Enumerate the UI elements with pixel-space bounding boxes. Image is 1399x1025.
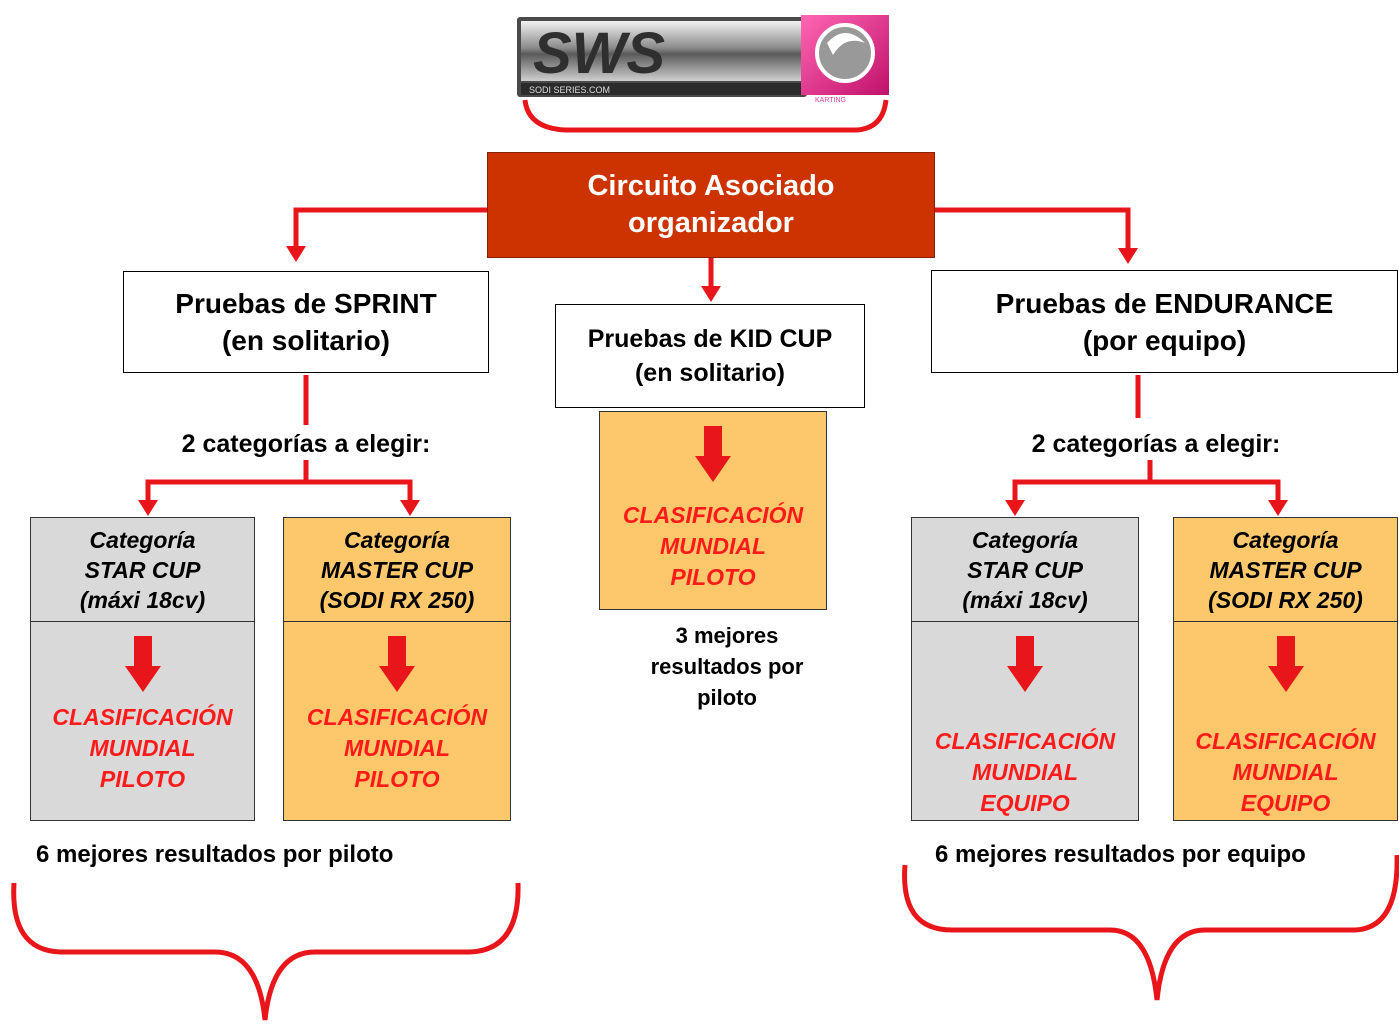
sws-logo: SWS SODI SERIES.COM KARTING <box>515 13 893 105</box>
kid-best-line1: 3 mejores <box>675 623 779 648</box>
sprint-choose-label: 2 categorías a elegir: <box>181 430 431 458</box>
sprint-master-line2: MASTER CUP <box>320 556 474 583</box>
sprint-star-result2: MUNDIAL <box>89 735 196 761</box>
sprint-master-header: Categoría MASTER CUP (SODI RX 250) <box>283 517 511 622</box>
arrowhead-endurance <box>1118 248 1138 264</box>
arrowhead-sprint <box>286 246 306 262</box>
endurance-master-result1: CLASIFICACIÓN <box>1195 728 1376 754</box>
arrowhead-endurance-star <box>1005 500 1025 516</box>
sprint-line2: (en solitario) <box>221 325 390 356</box>
endurance-star-result: CLASIFICACIÓN MUNDIAL EQUIPO <box>911 622 1139 821</box>
endurance-master-result: CLASIFICACIÓN MUNDIAL EQUIPO <box>1173 622 1398 821</box>
logo-accent-text: KARTING <box>815 97 846 104</box>
endurance-master-result3: EQUIPO <box>1240 790 1331 816</box>
down-arrow-icon <box>379 636 415 692</box>
endurance-master-line2: MASTER CUP <box>1209 556 1362 583</box>
connector-endurance-split <box>1012 479 1281 505</box>
kid-result-box: CLASIFICACIÓN MUNDIAL PILOTO <box>599 411 827 610</box>
brace-sprint <box>11 882 521 1021</box>
sprint-master-line1: Categoría <box>343 526 451 553</box>
endurance-best-results: 6 mejores resultados por equipo <box>935 841 1306 868</box>
connector-head-sprint <box>293 207 487 250</box>
down-arrow-icon <box>695 426 731 482</box>
connector-sprint-split <box>145 479 413 505</box>
sprint-master-line3: (SODI RX 250) <box>319 586 475 613</box>
kid-best-line3: piloto <box>697 685 757 710</box>
endurance-master-line3: (SODI RX 250) <box>1208 586 1363 613</box>
kid-line2: (en solitario) <box>634 359 785 387</box>
endurance-star-header: Categoría STAR CUP (máxi 18cv) <box>911 517 1139 622</box>
arrowhead-endurance-master <box>1268 500 1288 516</box>
sprint-master-result3: PILOTO <box>354 766 440 792</box>
kid-result-line1: CLASIFICACIÓN <box>622 502 804 528</box>
sprint-master-result: CLASIFICACIÓN MUNDIAL PILOTO <box>283 622 511 821</box>
arrowhead-kid <box>701 286 721 302</box>
kid-box: Pruebas de KID CUP (en solitario) <box>555 304 865 408</box>
endurance-star-line2: STAR CUP <box>967 556 1083 583</box>
sprint-box: Pruebas de SPRINT (en solitario) <box>123 271 489 373</box>
endurance-master-line1: Categoría <box>1232 526 1339 553</box>
endurance-star-line3: (máxi 18cv) <box>962 586 1088 613</box>
sprint-star-result3: PILOTO <box>99 766 186 792</box>
organizer-box: Circuito Asociado organizador <box>487 152 935 258</box>
sprint-master-result2: MUNDIAL <box>343 735 451 761</box>
brace-endurance <box>902 854 1399 1001</box>
down-arrow-icon <box>1267 636 1304 692</box>
kid-result-line3: PILOTO <box>670 564 756 590</box>
endurance-master-result2: MUNDIAL <box>1232 759 1339 785</box>
sprint-star-result: CLASIFICACIÓN MUNDIAL PILOTO <box>30 622 255 821</box>
organizer-line2: organizador <box>628 207 794 239</box>
logo-small-text: SODI SERIES.COM <box>529 85 610 95</box>
endurance-line1: Pruebas de ENDURANCE <box>995 287 1334 319</box>
down-arrow-icon <box>124 636 161 692</box>
sprint-star-line3: (máxi 18cv) <box>79 586 206 613</box>
sws-logo-graphic: SWS SODI SERIES.COM KARTING <box>517 15 889 104</box>
logo-brace <box>522 99 889 133</box>
endurance-star-result1: CLASIFICACIÓN <box>934 728 1116 754</box>
sprint-star-result1: CLASIFICACIÓN <box>52 704 233 730</box>
organizer-line1: Circuito Asociado <box>587 170 835 202</box>
connector-head-endurance <box>935 207 1131 252</box>
sprint-master-result1: CLASIFICACIÓN <box>306 704 488 730</box>
endurance-master-header: Categoría MASTER CUP (SODI RX 250) <box>1173 517 1398 622</box>
endurance-star-line1: Categoría <box>971 526 1079 553</box>
sprint-best-results: 6 mejores resultados por piloto <box>36 841 394 868</box>
sprint-star-line2: STAR CUP <box>84 556 201 583</box>
sprint-star-header: Categoría STAR CUP (máxi 18cv) <box>30 517 255 622</box>
svg-text:SWS: SWS <box>533 21 665 86</box>
endurance-choose-label: 2 categorías a elegir: <box>1031 430 1281 458</box>
arrowhead-sprint-master <box>400 500 420 516</box>
endurance-star-result3: EQUIPO <box>980 790 1070 816</box>
sprint-star-line1: Categoría <box>89 526 196 553</box>
endurance-star-result2: MUNDIAL <box>971 759 1079 785</box>
kid-line1: Pruebas de KID CUP <box>587 325 833 353</box>
arrowhead-sprint-star <box>138 500 158 516</box>
kid-result-line2: MUNDIAL <box>659 533 767 559</box>
endurance-line2: (por equipo) <box>1082 324 1247 356</box>
kid-best-line2: resultados por <box>650 654 804 679</box>
sprint-line1: Pruebas de SPRINT <box>175 288 437 319</box>
kid-best-results: 3 mejores resultados por piloto <box>617 620 837 713</box>
down-arrow-icon <box>1007 636 1043 692</box>
endurance-box: Pruebas de ENDURANCE (por equipo) <box>931 270 1398 373</box>
